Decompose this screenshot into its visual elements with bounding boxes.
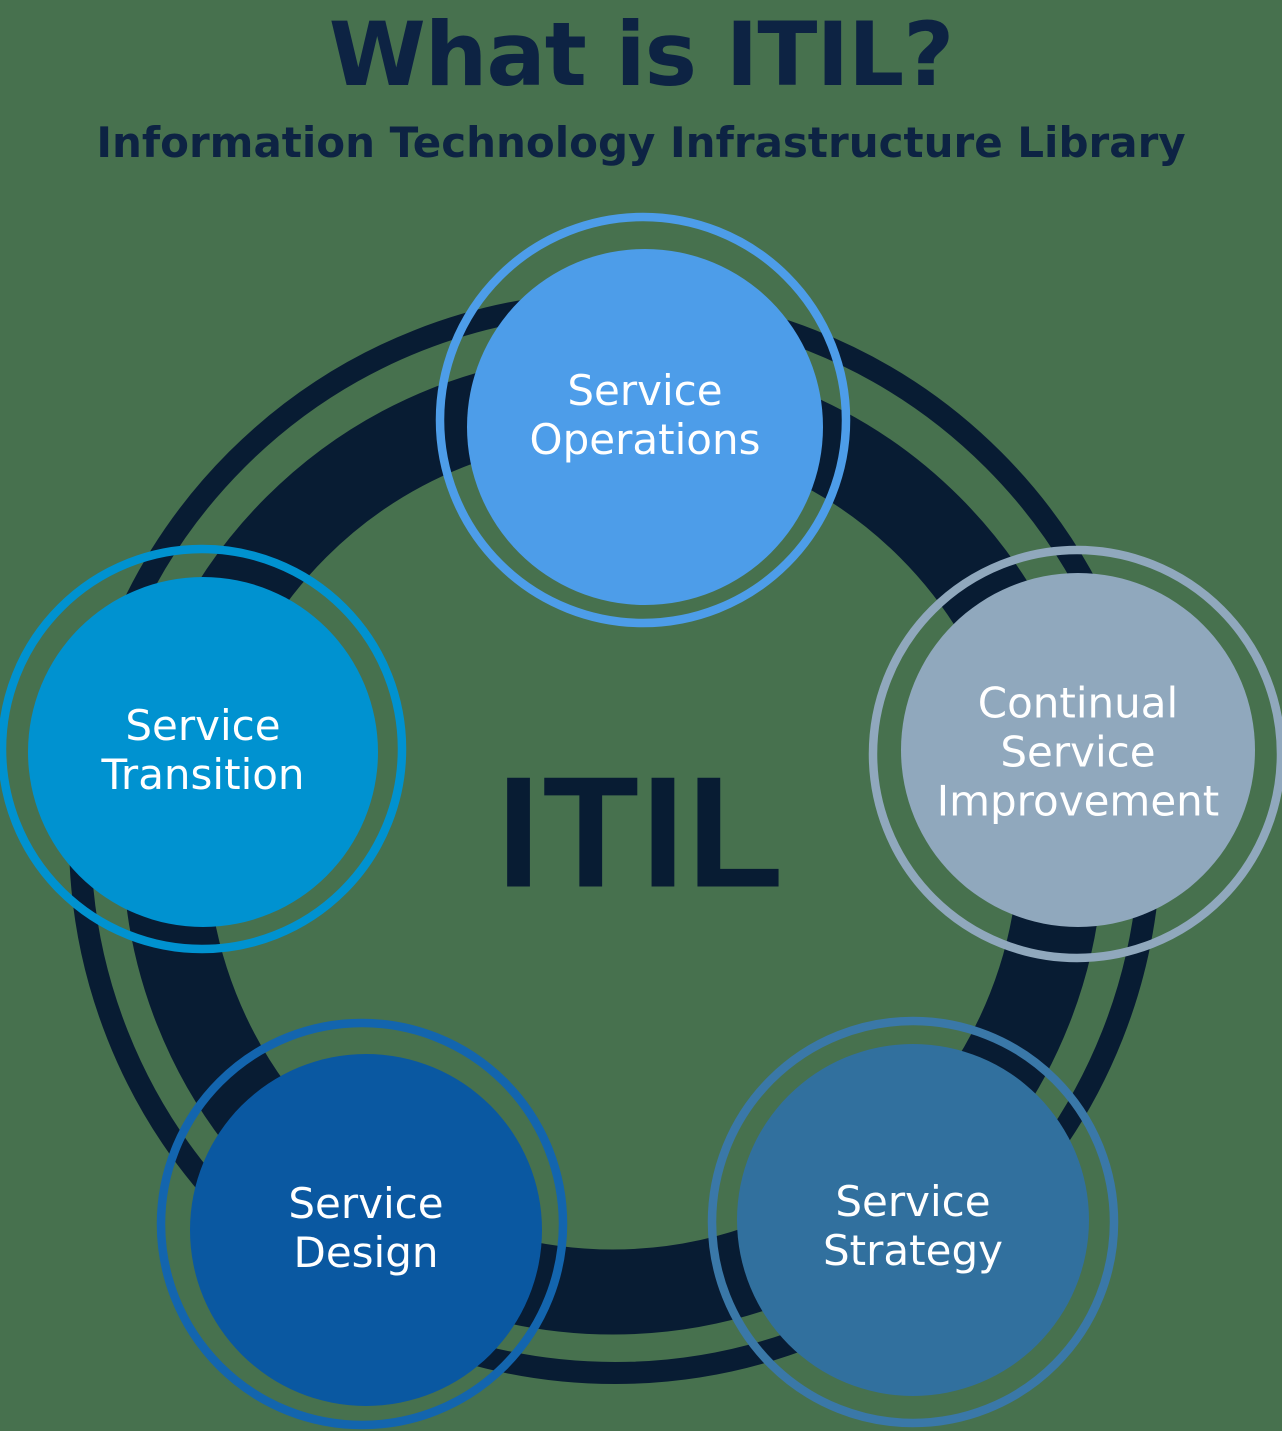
service-transition-outline-circle bbox=[0, 544, 407, 954]
label-service-transition: Service Transition bbox=[101, 701, 305, 799]
service-transition-fill-circle bbox=[28, 577, 378, 927]
continual-service-improvement-outline-circle bbox=[868, 545, 1282, 963]
service-design-fill-circle bbox=[190, 1054, 542, 1406]
center-label: ITIL bbox=[496, 744, 786, 921]
continual-service-improvement-fill-circle bbox=[901, 573, 1255, 927]
node-service-transition bbox=[0, 544, 407, 954]
label-continual-service-improvement: Continual Service Improvement bbox=[936, 678, 1220, 826]
service-operations-outline-circle bbox=[435, 212, 851, 628]
service-strategy-outline-circle bbox=[707, 1016, 1119, 1428]
page-subtitle: Information Technology Infrastructure Li… bbox=[96, 118, 1186, 167]
node-continual-service-improvement bbox=[868, 545, 1282, 963]
label-service-operations: Service Operations bbox=[529, 366, 761, 464]
service-design-outline-circle bbox=[156, 1018, 568, 1430]
node-service-design bbox=[156, 1018, 568, 1430]
service-operations-fill-circle bbox=[467, 249, 823, 605]
node-service-operations bbox=[435, 212, 851, 628]
node-service-strategy bbox=[707, 1016, 1119, 1428]
service-strategy-fill-circle bbox=[737, 1044, 1089, 1396]
label-service-design: Service Design bbox=[288, 1179, 444, 1277]
page-title: What is ITIL? bbox=[328, 3, 955, 106]
label-service-strategy: Service Strategy bbox=[823, 1177, 1003, 1275]
